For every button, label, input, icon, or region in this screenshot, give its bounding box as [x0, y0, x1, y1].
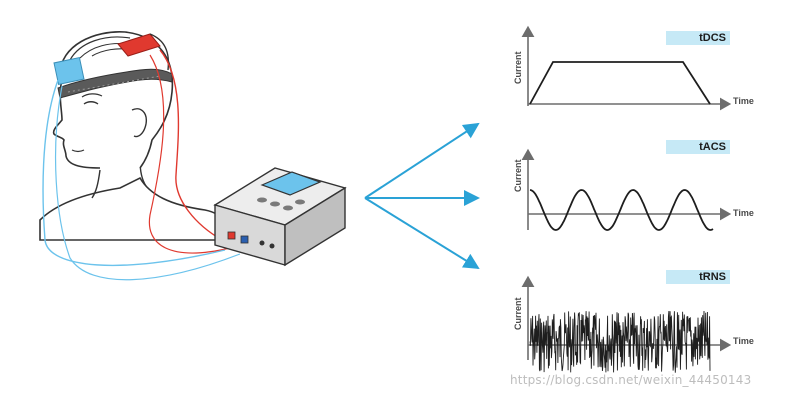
tacs-waveform [529, 189, 714, 231]
tdcs-y-axis-label: Current [513, 51, 523, 84]
trns-tag-label: tRNS [699, 271, 726, 283]
trns-y-axis-label: Current [513, 297, 523, 330]
tdcs-tag-label: tDCS [699, 32, 726, 44]
tacs-tag-box [666, 140, 730, 154]
tdcs-x-axis-label: Time [733, 96, 754, 106]
stimulator-device-icon [213, 167, 347, 267]
trns-waveform [529, 310, 711, 373]
arrow-to-tdcs [364, 122, 480, 199]
trns-tag-box [666, 270, 730, 284]
tdcs-tag-box [666, 31, 730, 45]
watermark-text: https://blog.csdn.net/weixin_44450143 [510, 373, 752, 387]
head-with-headband-illustration [39, 31, 241, 281]
tacs-y-axis-label: Current [513, 159, 523, 192]
tacs-tag-label: tACS [699, 141, 726, 153]
trns-x-axis-label: Time [733, 336, 754, 346]
tdcs-waveform [529, 61, 711, 105]
branch-arrows [364, 122, 480, 270]
tacs-x-axis-label: Time [733, 208, 754, 218]
waveform-panels [521, 25, 732, 373]
arrow-to-trns [364, 197, 480, 270]
